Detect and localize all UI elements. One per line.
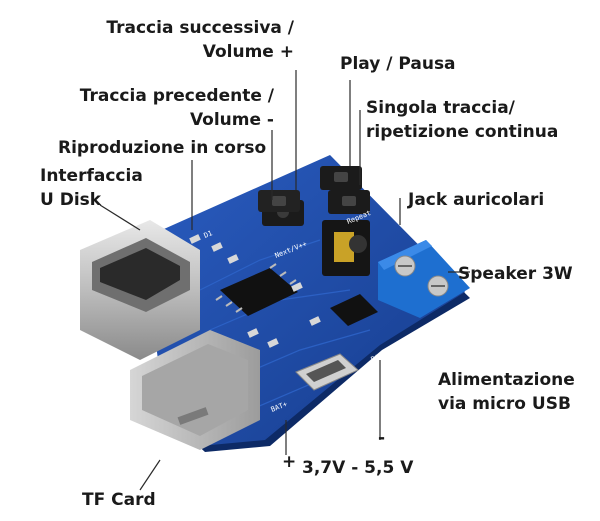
silk-d1: D1	[203, 229, 214, 240]
speaker-terminal	[378, 240, 470, 318]
label-voltage: 3,7V - 5,5 V	[302, 458, 414, 478]
label-udisk: Interfaccia U Disk	[40, 166, 143, 210]
label-next-track: Traccia successiva / Volume +	[106, 18, 294, 62]
ic-amp	[330, 294, 378, 326]
label-power: Alimentazione via micro USB	[438, 370, 575, 414]
label-play-pause: Play / Pausa	[340, 54, 456, 74]
button-play-pause	[320, 166, 362, 190]
usb-a-port	[80, 220, 200, 360]
leader-lines	[99, 70, 470, 491]
button-repeat	[328, 190, 370, 214]
audio-jack	[322, 220, 370, 276]
button-next-volume-up	[258, 190, 300, 212]
ic-main	[215, 263, 298, 316]
tf-card-slot	[130, 330, 260, 450]
micro-usb-port	[295, 353, 359, 391]
smd-components	[189, 234, 321, 348]
label-single-repeat: Singola traccia/ ripetizione continua	[366, 98, 559, 142]
label-speaker: Speaker 3W	[458, 264, 573, 284]
label-minus: -	[378, 428, 386, 448]
label-tf-card: TF Card	[82, 490, 156, 510]
label-jack: Jack auricolari	[408, 190, 545, 210]
label-now-playing: Riproduzione in corso	[58, 138, 267, 158]
label-plus: +	[282, 452, 297, 472]
label-prev-track: Traccia precedente / Volume -	[79, 86, 274, 130]
